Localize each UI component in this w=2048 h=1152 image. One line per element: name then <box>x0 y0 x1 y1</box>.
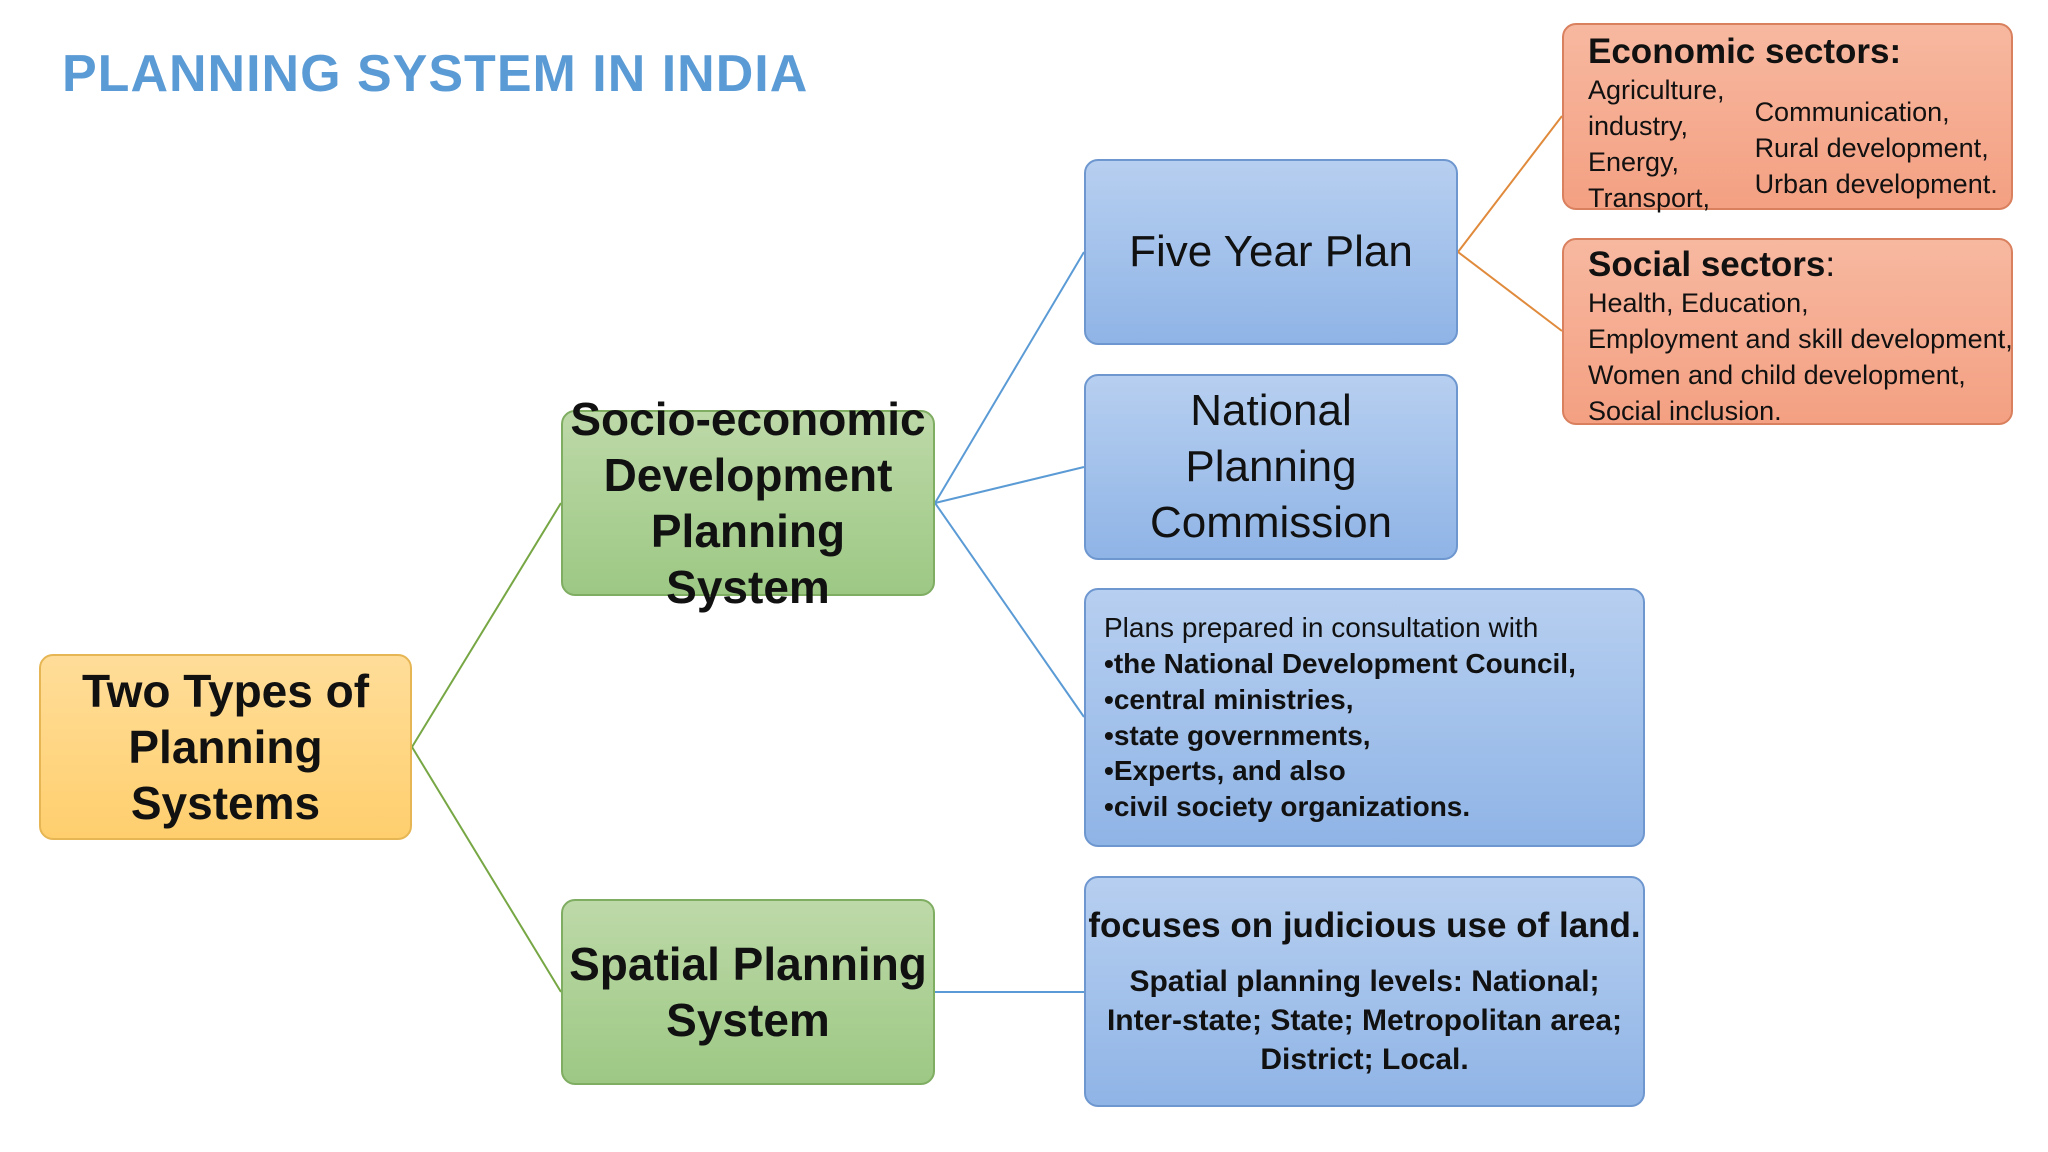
npc-line-3: Commission <box>1149 498 1393 548</box>
five-year-plan-label: Five Year Plan <box>1129 226 1413 276</box>
social-sectors-items: Health, Education, Employment and skill … <box>1588 286 2013 425</box>
list-item: Energy, <box>1588 146 1680 177</box>
spatial-focus-heading: focuses on judicious use of land. <box>1088 906 1641 946</box>
list-item: Health, Education, <box>1588 288 1809 318</box>
socio-line-1: Socio-economic <box>570 392 926 445</box>
list-item: Urban development. <box>1754 168 1998 199</box>
economic-sectors-node: Economic sectors: Agriculture, industry,… <box>1562 23 2013 213</box>
spatial-planning-node: Spatial Planning System <box>561 899 935 1085</box>
root-line-1: Two Types of <box>81 664 370 717</box>
list-item: civil society organizations. <box>1104 789 1576 825</box>
root-line-2: Planning <box>128 720 323 773</box>
list-item: industry, <box>1588 110 1689 141</box>
list-item: Employment and skill development, <box>1588 323 2013 354</box>
spatial-line-2: System <box>666 994 830 1046</box>
connector-socio-plans <box>934 502 1085 718</box>
social-sectors-heading-text: Social sectors <box>1588 245 1826 284</box>
economic-column-1: Agriculture, industry, Energy, Transport… <box>1588 73 1725 217</box>
spatial-levels-line-2: Inter-state; State; Metropolitan area; <box>1106 1003 1623 1037</box>
npc-line-2: Planning <box>1185 441 1357 491</box>
economic-sectors-heading: Economic sectors: <box>1588 32 1902 71</box>
social-sectors-colon: : <box>1825 245 1836 284</box>
list-item: Social inclusion. <box>1588 395 1782 425</box>
list-item: Experts, and also <box>1104 753 1576 789</box>
spatial-levels-line-3: District; Local. <box>1260 1042 1469 1076</box>
list-item: Agriculture, <box>1588 75 1725 105</box>
root-node-two-types: Two Types of Planning Systems <box>39 654 412 840</box>
socio-line-3: Planning System <box>650 505 846 614</box>
social-sectors-heading: Social sectors: <box>1588 244 1835 286</box>
connector-root-spatial <box>411 746 562 993</box>
socio-line-2: Development <box>603 448 893 501</box>
page-title: PLANNING SYSTEM IN INDIA <box>62 45 809 103</box>
list-item: Rural development, <box>1754 132 1989 163</box>
spatial-focus-node: focuses on judicious use of land. Spatia… <box>1084 876 1645 1107</box>
connector-socio-fyp <box>934 251 1085 504</box>
spatial-levels: Spatial planning levels: National; Inter… <box>1107 962 1622 1079</box>
plans-consultation-node: Plans prepared in consultation with the … <box>1084 588 1645 847</box>
plans-intro: Plans prepared in consultation with <box>1104 612 1539 644</box>
connector-socio-npc <box>934 466 1085 504</box>
list-item: state governments, <box>1104 718 1576 754</box>
connector-fyp-economic <box>1457 115 1563 253</box>
economic-sectors-columns: Agriculture, industry, Energy, Transport… <box>1588 73 1998 217</box>
five-year-plan-node: Five Year Plan <box>1084 159 1458 345</box>
socio-economic-node: Socio-economic Development Planning Syst… <box>561 393 935 613</box>
npc-line-1: National <box>1190 385 1352 435</box>
plans-list: the National Development Council, centra… <box>1104 646 1576 825</box>
list-item: Communication, <box>1754 97 1950 127</box>
connector-fyp-social <box>1457 251 1563 332</box>
list-item: the National Development Council, <box>1104 646 1576 682</box>
national-planning-commission-node: National Planning Commission <box>1084 374 1458 560</box>
economic-column-2: Communication, Rural development, Urban … <box>1755 73 1998 217</box>
spatial-line-1: Spatial Planning <box>569 937 927 990</box>
connector-root-socio <box>411 502 562 748</box>
root-line-3: Systems <box>130 777 321 830</box>
social-sectors-node: Social sectors: Health, Education, Emplo… <box>1562 238 2013 425</box>
list-item: Women and child development, <box>1588 359 1966 390</box>
list-item: Transport, <box>1588 182 1711 213</box>
list-item: central ministries, <box>1104 682 1576 718</box>
spatial-levels-line-1: Spatial planning levels: National; <box>1129 964 1600 998</box>
